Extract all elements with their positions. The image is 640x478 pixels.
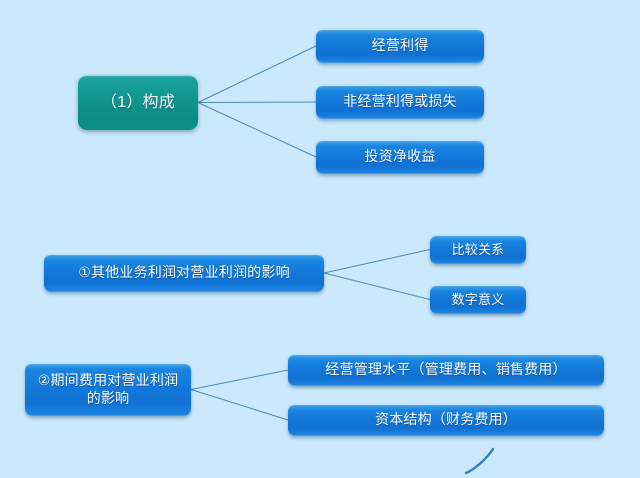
node-nonoperating-gain-loss[interactable]: 非经营利得或损失 (316, 85, 484, 119)
node-management-level[interactable]: 经营管理水平（管理费用、销售费用） (288, 354, 604, 386)
connector-node-other-business-profit-effect-to-node-numeric-meaning (323, 272, 431, 300)
node-comparison-relation[interactable]: 比较关系 (430, 235, 526, 264)
connector-node-other-business-profit-effect-to-node-comparison-relation (323, 249, 431, 274)
node-numeric-meaning[interactable]: 数字意义 (430, 285, 526, 314)
connector-node-constitution-to-node-nonoperating-gain-loss (197, 101, 317, 103)
hand-drawn-stroke-icon (464, 447, 495, 475)
node-net-investment-income[interactable]: 投资净收益 (316, 140, 484, 174)
node-constitution[interactable]: （1）构成 (78, 75, 198, 130)
node-capital-structure[interactable]: 资本结构（财务费用） (288, 404, 604, 436)
node-operating-gain[interactable]: 经营利得 (316, 29, 484, 63)
node-other-business-profit-effect[interactable]: ①其他业务利润对营业利润的影响 (44, 254, 324, 292)
connector-node-period-expense-effect-to-node-management-level (190, 369, 289, 390)
node-period-expense-effect[interactable]: ②期间费用对营业利润 的影响 (25, 363, 191, 416)
connector-node-period-expense-effect-to-node-capital-structure (190, 389, 289, 421)
connector-node-constitution-to-node-net-investment-income (197, 102, 317, 158)
connector-node-constitution-to-node-operating-gain (197, 45, 317, 103)
